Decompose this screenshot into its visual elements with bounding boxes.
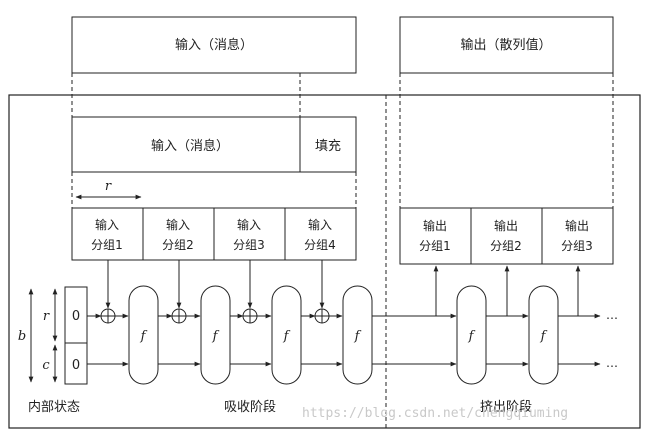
xor-1 xyxy=(100,308,116,324)
xor-2 xyxy=(171,308,187,324)
r-dim-label: r xyxy=(43,309,50,324)
input-block-2 xyxy=(142,207,215,261)
ellipsis-bottom: … xyxy=(606,356,618,370)
f-box-5 xyxy=(456,285,487,385)
output-block-2-line1: 输出 xyxy=(494,218,518,233)
input-block-1 xyxy=(71,207,144,261)
output-block-3-line2: 分组3 xyxy=(561,239,593,253)
f-label: f xyxy=(468,329,476,344)
squeeze-phase-label: 挤出阶段 xyxy=(480,400,532,415)
input-blocks: 输入 分组1 输入 分组2 输入 分组3 输入 分组4 xyxy=(71,207,357,261)
xor-4 xyxy=(314,308,330,324)
f-box-4 xyxy=(342,285,373,385)
outer-frame xyxy=(8,94,641,429)
f-label: f xyxy=(540,329,548,344)
output-block-1-line2: 分组1 xyxy=(419,239,451,253)
top-output-box xyxy=(399,16,614,74)
input-block-4-line1: 输入 xyxy=(308,217,332,232)
absorb-phase-label: 吸收阶段 xyxy=(224,400,276,415)
b-label: b xyxy=(18,329,26,344)
input-block-1-line2: 分组1 xyxy=(91,238,123,252)
state-register: 0 0 xyxy=(64,286,88,385)
state-r-init: 0 xyxy=(72,309,80,324)
output-block-1 xyxy=(399,207,472,265)
output-block-3 xyxy=(541,207,614,265)
f-box-3 xyxy=(271,285,302,385)
f-functions: f f f f f f xyxy=(128,285,559,385)
xor-3 xyxy=(242,308,258,324)
output-blocks: 输出 分组1 输出 分组2 输出 分组3 xyxy=(399,207,614,265)
watermark: https://blog.csdn.net/chengqiuming xyxy=(302,406,568,421)
xor-nodes xyxy=(100,308,330,324)
top-input-box xyxy=(71,16,357,74)
output-block-1-line1: 输出 xyxy=(423,218,447,233)
f-label: f xyxy=(283,329,291,344)
f-box-1 xyxy=(128,285,159,385)
output-block-3-line1: 输出 xyxy=(565,218,589,233)
input-block-2-line2: 分组2 xyxy=(162,238,194,252)
ellipsis-top: … xyxy=(606,308,618,322)
input-block-4-line2: 分组4 xyxy=(304,238,336,252)
input-block-3-line2: 分组3 xyxy=(233,238,265,252)
input-block-3 xyxy=(213,207,286,261)
f-label: f xyxy=(354,329,362,344)
f-box-6 xyxy=(528,285,559,385)
padding-label: 填充 xyxy=(315,138,341,154)
message-bar-label: 输入（消息） xyxy=(151,138,229,154)
output-block-2-line2: 分组2 xyxy=(490,239,522,253)
input-block-4 xyxy=(284,207,357,261)
padding-box xyxy=(299,116,357,173)
top-input-label: 输入（消息） xyxy=(175,37,253,53)
f-label: f xyxy=(140,329,148,344)
c-dim-label: c xyxy=(42,358,50,373)
input-block-1-line1: 输入 xyxy=(95,217,119,232)
squeeze-arrows xyxy=(433,265,581,316)
input-block-3-line1: 输入 xyxy=(237,217,261,232)
output-block-2 xyxy=(470,207,543,265)
f-box-2 xyxy=(200,285,231,385)
top-output-label: 输出（散列值） xyxy=(460,37,551,53)
internal-state-label: 内部状态 xyxy=(28,399,80,415)
r-width-label: r xyxy=(105,179,112,194)
input-block-2-line1: 输入 xyxy=(166,217,190,232)
f-label: f xyxy=(212,329,220,344)
absorb-arrows xyxy=(105,260,325,309)
state-c-init: 0 xyxy=(72,358,80,373)
